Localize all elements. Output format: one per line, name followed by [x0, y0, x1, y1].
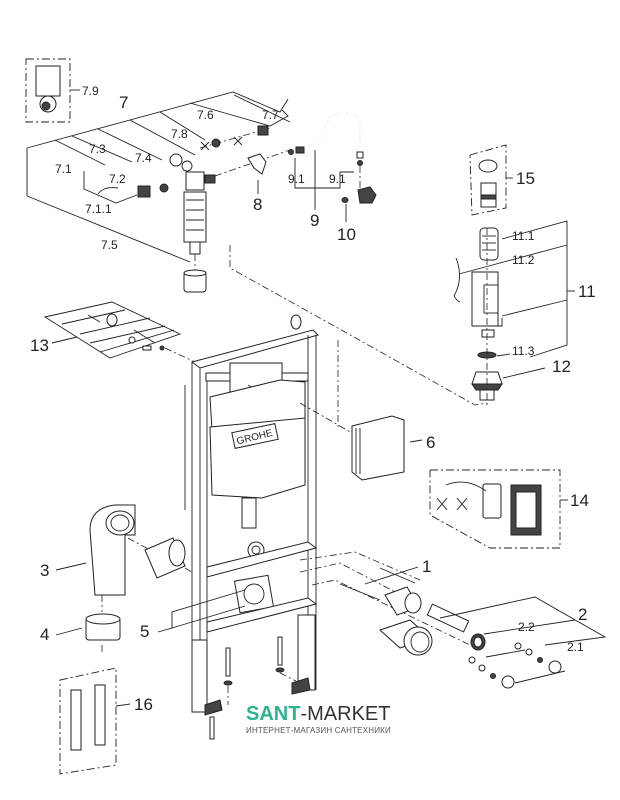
callout-4: 4 [40, 625, 49, 644]
part-main-frame: GROHE [184, 314, 319, 716]
callout-11-3: 11.3 [512, 344, 535, 358]
part-frame-bolts [209, 636, 297, 740]
callout-11-1: 11.1 [512, 229, 535, 243]
part-3-elbow [55, 504, 151, 596]
callout-10: 10 [337, 225, 356, 244]
part-8-bracket [214, 149, 291, 194]
callout-6: 6 [426, 433, 435, 452]
watermark-logo: SANT-MARKET ИНТЕРНЕТ-МАГАЗИН САНТЕХНИКИ [246, 704, 391, 735]
group-7-leaders [26, 91, 291, 263]
part-12-outlet [471, 228, 546, 405]
watermark-tagline: ИНТЕРНЕТ-МАГАЗИН САНТЕХНИКИ [246, 726, 391, 735]
callout-1: 1 [422, 557, 431, 576]
callout-7: 7 [119, 93, 128, 112]
watermark-logo-part2: MARKET [307, 703, 391, 725]
callout-12: 12 [552, 357, 571, 376]
callout-15: 15 [516, 169, 535, 188]
part-9-hose [288, 112, 364, 210]
watermark-logo-sep: - [300, 703, 308, 725]
callout-7-4: 7.4 [135, 151, 152, 165]
callout-11: 11 [578, 282, 596, 301]
part-7-9-kit [25, 58, 80, 123]
leader-5b [171, 605, 246, 629]
part-15-kit [469, 144, 513, 216]
callout-16: 16 [134, 695, 153, 714]
callout-8: 8 [253, 195, 262, 214]
callout-11-2: 11.2 [512, 253, 535, 267]
assembly-line-7-to-frame [229, 245, 488, 406]
callout-14: 14 [570, 491, 589, 510]
callout-7-1-1: 7.1.1 [85, 202, 112, 216]
part-14-kit [429, 469, 568, 549]
callout-7-5: 7.5 [101, 238, 118, 252]
part-6-cover-box [299, 340, 423, 481]
callout-7-7: 7.7 [262, 108, 279, 122]
part-7-6-7-8-small-parts [199, 125, 271, 151]
callout-9-1-b: 9.1 [329, 172, 346, 186]
part-7-fill-valve [97, 153, 216, 255]
callout-2-1: 2.1 [567, 640, 584, 654]
callout-labels: 7.9 7 7.6 7.7 7.8 7.3 7.4 7.1 7.2 7.1.1 … [30, 84, 596, 714]
callout-7-6: 7.6 [197, 108, 214, 122]
callout-9: 9 [310, 211, 319, 230]
leader-5 [157, 589, 246, 633]
part-7-5-cup [183, 254, 207, 293]
callout-7-8: 7.8 [171, 127, 188, 141]
watermark-logo-part1: SANT [246, 703, 301, 725]
part-16-brackets [59, 667, 131, 775]
callout-7-9: 7.9 [82, 84, 99, 98]
callout-3: 3 [40, 561, 49, 580]
callout-2: 2 [578, 605, 587, 624]
parts-1-2-group [299, 551, 607, 689]
callout-7-2: 7.2 [109, 172, 126, 186]
callout-5: 5 [140, 622, 149, 641]
callout-7-3: 7.3 [89, 142, 106, 156]
part-13-anchor-kit [43, 301, 196, 363]
callout-7-1: 7.1 [55, 162, 72, 176]
part-4-cap [55, 595, 121, 655]
part-3-sleeve [144, 537, 193, 579]
callout-2-2: 2.2 [518, 620, 535, 634]
part-10-valve-nut [341, 166, 377, 222]
part-11-flush-valve [453, 220, 575, 359]
callout-13: 13 [30, 336, 49, 355]
callout-9-1-a: 9.1 [288, 172, 305, 186]
